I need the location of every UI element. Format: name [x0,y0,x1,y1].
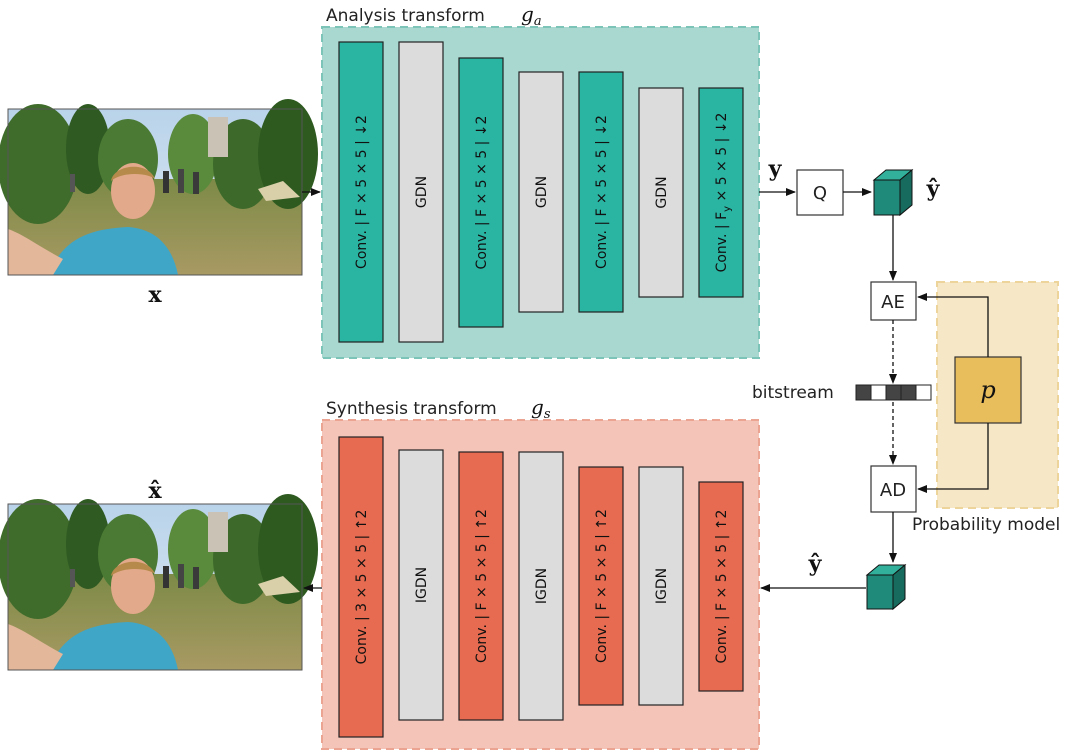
quantizer-box [796,169,844,216]
probability-model-title: Probability model [912,515,1060,535]
analysis-block-label-1: Conv. | F × 5 × 5 | ↓2 [354,115,370,269]
latent-cube-top [872,168,914,217]
analysis-block-6 [638,87,684,298]
analysis-transform-title: Analysis transform [326,6,485,26]
x-hat-label: x̂ [148,478,162,504]
analysis-transform-symbol: ga [521,2,542,29]
synthesis-block-label-7: Conv. | F × 5 × 5 | ↑2 [714,510,730,664]
analysis-block-label-5: Conv. | F × 5 × 5 | ↓2 [594,115,610,269]
synthesis-block-label-1: Conv. | 3 × 5 × 5 | ↑2 [354,510,370,665]
synthesis-block-4 [518,451,564,721]
synthesis-blocks: Conv. | 3 × 5 × 5 | ↑2 IGDN Conv. | F × 5 … [338,436,744,738]
analysis-block-label-2: GDN [414,176,430,208]
analysis-block-label-6: GDN [654,176,670,208]
bitstream-cell [885,384,902,401]
synthesis-block-label-5: Conv. | F × 5 × 5 | ↑2 [594,509,610,663]
analysis-block-7 [698,87,744,298]
arithmetic-decoder-label: AD [880,480,906,501]
x-label: x [148,282,162,308]
synthesis-block-label-2: IGDN [414,567,430,603]
latent-cube-bottom [865,563,907,611]
analysis-block-1 [338,41,384,343]
synthesis-block-6 [638,466,684,706]
reconstructed-image [0,494,318,671]
bitstream-cell [870,384,887,401]
arithmetic-encoder-label: AE [881,292,905,313]
analysis-block-label-3: Conv. | F × 5 × 5 | ↓2 [474,116,490,270]
y-hat-label-top: ŷ [926,176,941,202]
synthesis-block-2 [398,449,444,721]
bitstream-label: bitstream [752,383,834,403]
quantizer-label: Q [813,183,827,204]
synthesis-block-7 [698,481,744,692]
probability-symbol: p [980,376,995,404]
synthesis-block-3 [458,451,504,721]
arithmetic-decoder-box [870,465,917,513]
bitstream-cell [900,384,917,401]
synthesis-block-label-4: IGDN [534,568,550,604]
probability-box [954,356,1022,424]
analysis-block-4 [518,71,564,313]
analysis-block-label-4: GDN [534,176,550,208]
bitstream-cell [915,384,932,401]
analysis-block-2 [398,41,444,343]
synthesis-block-label-6: IGDN [654,568,670,604]
synthesis-block-5 [578,466,624,706]
analysis-block-3 [458,57,504,328]
synthesis-block-label-3: Conv. | F × 5 × 5 | ↑2 [474,509,490,663]
synthesis-transform-title: Synthesis transform [326,399,497,419]
input-image [0,99,318,276]
analysis-block-5 [578,71,624,313]
arithmetic-encoder-box [870,281,917,321]
y-hat-label-bottom: ŷ [808,551,823,577]
analysis-blocks: Conv. | F × 5 × 5 | ↓2 GDN Conv. | F × 5 ×… [338,41,744,343]
synthesis-block-1 [338,436,384,738]
synthesis-transform-symbol: gs [531,395,551,422]
bitstream-cell [855,384,872,401]
arrow-p-to-ae [917,293,989,357]
analysis-block-label-7: Conv. | Fy × 5 × 5 | ↓2 [714,113,733,273]
bitstream [855,384,932,401]
y-label: y [768,156,783,182]
arrow-p-to-ad [917,423,989,493]
